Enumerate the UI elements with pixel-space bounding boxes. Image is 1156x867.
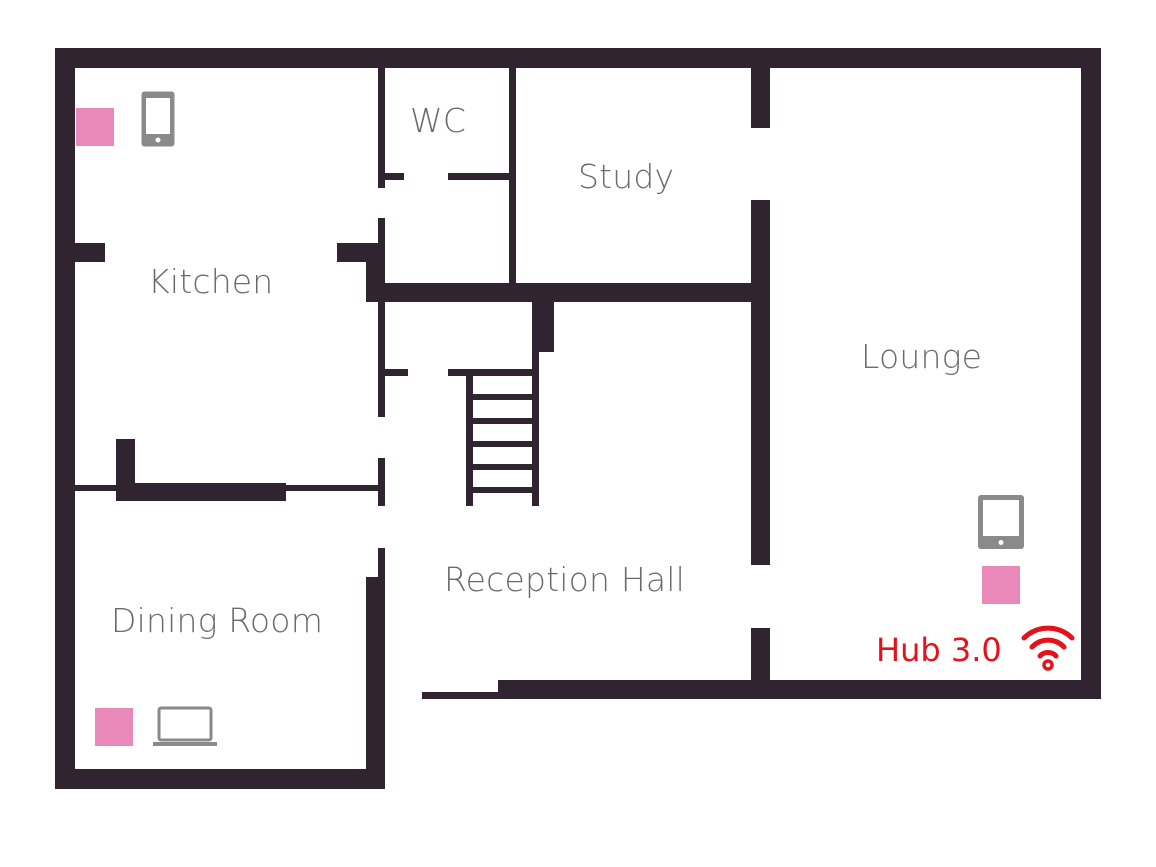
wc-study-wall [509,68,516,286]
kitchen-dining-thin-right [284,485,382,491]
device-marker-lounge [982,566,1020,604]
outer-wall-top [55,48,1101,68]
room-label-study: Study [578,157,675,196]
hub-label: Hub 3.0 [876,631,1002,669]
kitchen-right-thin-3 [378,300,385,417]
kitchen-right-thin-1 [378,68,385,188]
room-label-wc: WC [410,101,467,140]
closet-bottom-right [448,369,538,376]
room-label-kitchen: Kitchen [148,262,274,301]
stair-step [466,441,539,447]
lounge-wall-mid [751,200,770,565]
stair-step [466,394,539,400]
room-label-lounge: Lounge [861,337,983,376]
device-marker-dining [95,708,133,746]
dining-right-wall [366,577,385,789]
wc-bottom-right [448,173,516,180]
outer-wall-right [1081,48,1101,699]
room-label-dining-room: Dining Room [111,601,324,640]
stair-step [466,487,539,493]
outer-wall-bottom-hall-thin [422,692,502,699]
wc-bottom-left [378,173,404,180]
kitchen-dining-thin-left [75,485,120,491]
closet-bottom-left [378,369,408,376]
kitchen-left-stub [75,243,105,262]
lounge-wall-top [751,68,770,128]
tablet-icon [978,495,1024,549]
dining-right-wall-thin [378,548,385,578]
kitchen-dining-wall [116,483,286,501]
stair-rail-right [532,300,539,506]
outer-wall-left [55,48,75,789]
outer-wall-bottom-dining [55,769,385,789]
smartphone-icon [141,91,175,147]
stair-step [466,418,539,424]
stair-rail-left [466,369,473,506]
kitchen-right-thin-2 [378,218,385,246]
device-marker-kitchen [76,108,114,146]
room-label-reception-hall: Reception Hall [444,560,686,599]
wifi-icon [1021,625,1075,671]
lounge-wall-bottom [751,628,770,690]
outer-wall-bottom-lounge [498,680,1101,699]
hall-top-wall [366,283,770,302]
laptop-icon [153,706,217,746]
kitchen-hall-jamb [378,458,385,506]
stair-step [466,464,539,470]
